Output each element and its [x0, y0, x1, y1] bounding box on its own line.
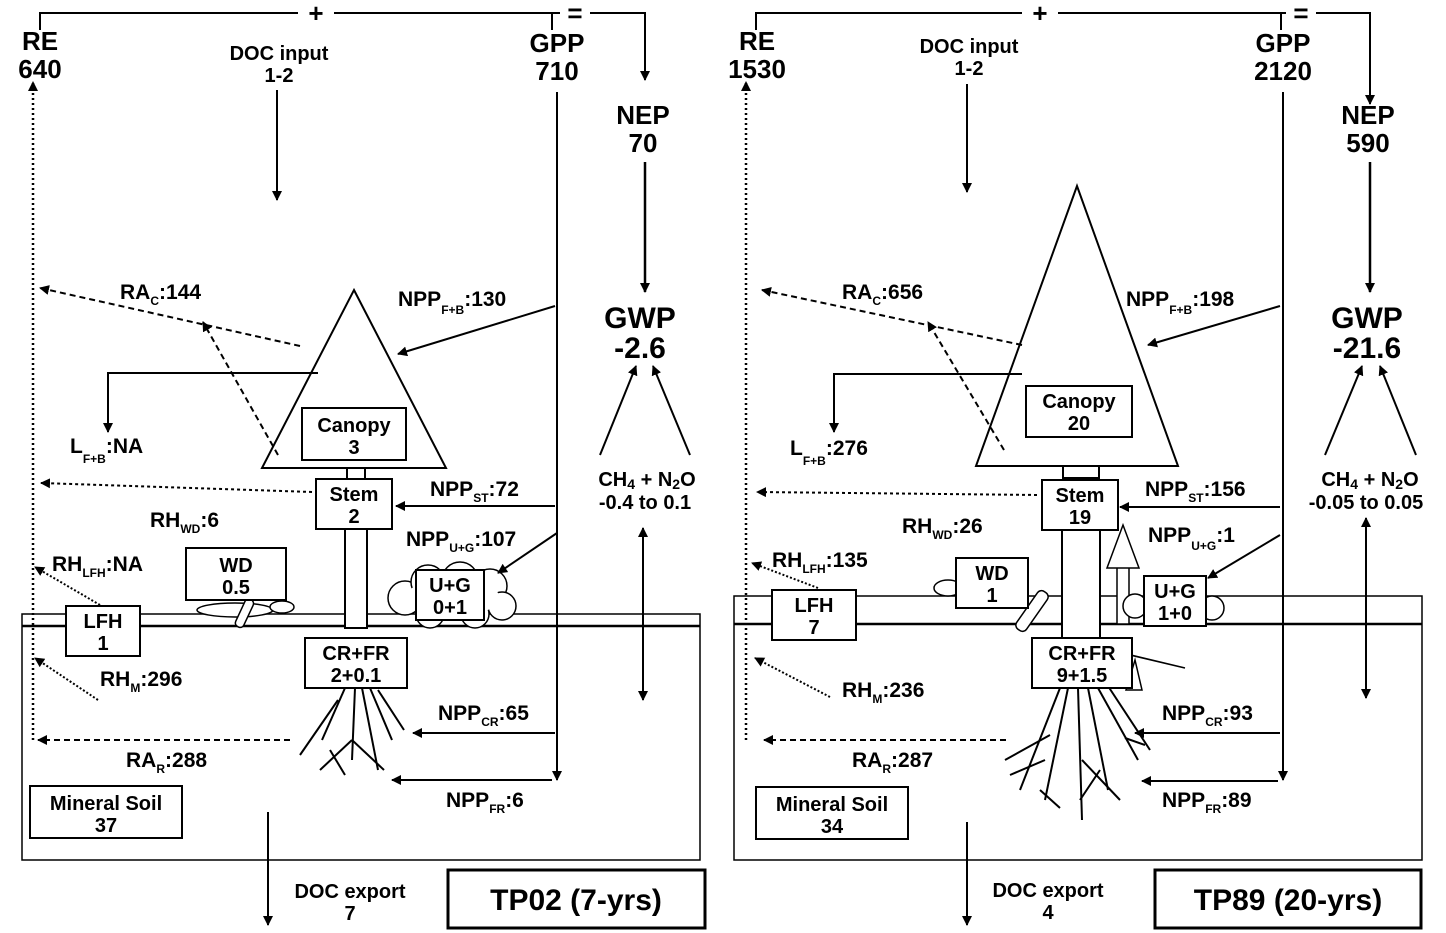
nep-label: NEP [616, 100, 669, 130]
doc-input-label: DOC input [230, 43, 329, 65]
npp-cr-label: NPPCR:65 [438, 702, 529, 729]
nep-label: NEP [1341, 100, 1394, 130]
lfh-label: LFH [84, 611, 123, 633]
plus-sign: + [1032, 0, 1047, 28]
gwp-label: GWP [1331, 302, 1403, 335]
woody-debris-log [197, 598, 294, 629]
gas-range: -0.05 to 0.05 [1309, 492, 1424, 514]
gpp-label: GPP [530, 28, 585, 58]
gpp-label: GPP [1256, 28, 1311, 58]
doc-input-value: 1-2 [265, 65, 294, 87]
npp-st-label: NPPST:156 [1145, 478, 1246, 505]
rh-lfh-label: RHLFH:135 [772, 549, 868, 576]
npp-st-label: NPPST:72 [430, 478, 519, 505]
canopy-value: 20 [1068, 413, 1090, 435]
doc-export-value: 4 [1042, 902, 1054, 924]
nep-value: 590 [1346, 128, 1389, 158]
npp-ug-label: NPPU+G:107 [406, 528, 516, 555]
doc-export-label: DOC export [294, 881, 405, 903]
re-value: 1530 [728, 54, 786, 84]
nep-value: 70 [629, 128, 658, 158]
ra-r-label: RAR:288 [126, 749, 207, 776]
plus-sign: + [308, 0, 323, 28]
wd-value: 1 [986, 585, 997, 607]
canopy-value: 3 [348, 437, 359, 459]
ug-label: U+G [429, 575, 471, 597]
panel-title: TP02 (7-yrs) [490, 884, 662, 917]
panel-tp89: + = RE 1530 DOC input 1-2 GPP 2120 NEP 5… [728, 0, 1423, 928]
re-value: 640 [18, 54, 61, 84]
crfr-label: CR+FR [322, 643, 390, 665]
npp-cr-label: NPPCR:93 [1162, 702, 1253, 729]
stem-label: Stem [1056, 485, 1105, 507]
l-fb-label: LF+B:276 [790, 437, 868, 468]
gwp-label: GWP [604, 302, 676, 335]
wd-value: 0.5 [222, 577, 250, 599]
ug-label: U+G [1154, 581, 1196, 603]
re-label: RE [739, 26, 775, 56]
gpp-value: 710 [535, 56, 578, 86]
gpp-value: 2120 [1254, 56, 1312, 86]
ra-r-label: RAR:287 [852, 749, 933, 776]
ug-value: 0+1 [433, 597, 467, 619]
crfr-label: CR+FR [1048, 643, 1116, 665]
npp-fb-label: NPPF+B:130 [398, 288, 506, 317]
rh-wd-label: RHWD:6 [150, 509, 219, 536]
stem-value: 2 [348, 506, 359, 528]
gas-label: CH4 + N2O [598, 469, 695, 492]
doc-export-value: 7 [344, 903, 355, 925]
wd-label: WD [219, 555, 252, 577]
gwp-value: -21.6 [1333, 332, 1401, 365]
wd-label: WD [975, 563, 1008, 585]
lfh-label: LFH [795, 595, 834, 617]
panel-tp02: + = RE 640 DOC input 1-2 GPP 710 NEP 70 … [18, 0, 705, 928]
npp-ug-label: NPPU+G:1 [1148, 524, 1235, 553]
doc-input-value: 1-2 [955, 58, 984, 80]
mineral-soil-value: 34 [821, 816, 844, 838]
equals-sign: = [567, 0, 582, 28]
mineral-soil-value: 37 [95, 815, 117, 837]
crfr-value: 2+0.1 [331, 665, 382, 687]
mineral-soil-label: Mineral Soil [776, 794, 888, 816]
ra-c-label: RAC:656 [842, 281, 923, 308]
npp-fb-label: NPPF+B:198 [1126, 288, 1235, 317]
stem-value: 19 [1069, 507, 1091, 529]
gas-label: CH4 + N2O [1321, 469, 1418, 492]
canopy-label: Canopy [1042, 391, 1116, 413]
stem-label: Stem [330, 484, 379, 506]
ug-value: 1+0 [1158, 603, 1192, 625]
doc-input-label: DOC input [920, 36, 1019, 58]
rh-m-label: RHM:236 [842, 679, 924, 706]
panel-title: TP89 (20-yrs) [1194, 884, 1382, 917]
rh-lfh-label: RHLFH:NA [52, 553, 143, 580]
gas-range: -0.4 to 0.1 [599, 492, 691, 514]
re-label: RE [22, 26, 58, 56]
lfh-value: 1 [97, 633, 108, 655]
gwp-value: -2.6 [614, 332, 666, 365]
mineral-soil-label: Mineral Soil [50, 793, 162, 815]
canopy-label: Canopy [317, 415, 391, 437]
doc-export-label: DOC export [992, 880, 1103, 902]
npp-fr-label: NPPFR:89 [1162, 789, 1252, 816]
rh-m-label: RHM:296 [100, 668, 182, 695]
ra-c-label: RAC:144 [120, 281, 201, 308]
l-fb-label: LF+B:NA [70, 435, 143, 466]
npp-fr-label: NPPFR:6 [446, 789, 524, 816]
crfr-value: 9+1.5 [1057, 665, 1108, 687]
rh-wd-label: RHWD:26 [902, 515, 983, 542]
lfh-value: 7 [808, 617, 819, 639]
equals-sign: = [1293, 0, 1308, 28]
